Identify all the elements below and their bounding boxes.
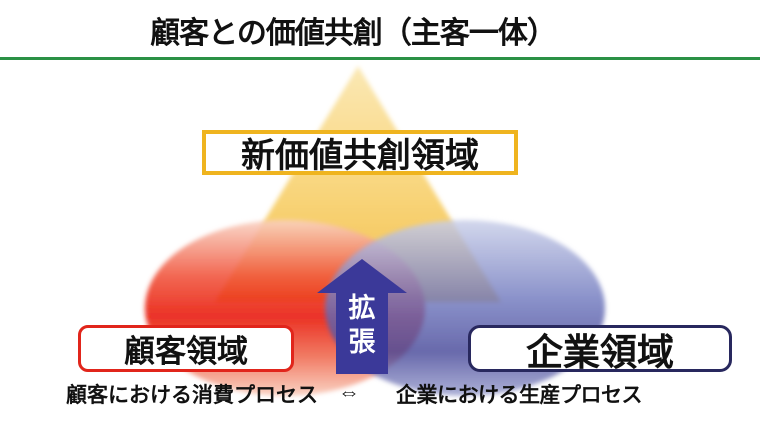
customer-domain-label: 顧客領域	[124, 334, 248, 369]
expansion-char-1: 拡	[348, 293, 376, 323]
new-value-cocreation-box: 新価値共創領域	[202, 130, 518, 175]
bidirectional-arrow-symbol: ⇔	[338, 379, 360, 404]
customer-domain-box: 顧客領域	[78, 325, 294, 372]
slide-title: 顧客との価値共創（主客一体）	[150, 17, 557, 50]
company-domain-label: 企業領域	[526, 332, 674, 374]
expansion-arrow-label: 拡 張	[345, 291, 379, 359]
consumption-process-label: 顧客における消費プロセス	[66, 383, 318, 407]
production-process-label: 企業における生産プロセス	[396, 383, 643, 407]
process-caption-row: 顧客における消費プロセス ⇔ 企業における生産プロセス	[0, 379, 760, 407]
title-divider-line	[0, 57, 760, 60]
expansion-arrow	[317, 259, 407, 374]
company-domain-box: 企業領域	[468, 325, 732, 374]
new-value-cocreation-label: 新価値共創領域	[241, 138, 479, 175]
expansion-char-2: 張	[348, 327, 376, 357]
